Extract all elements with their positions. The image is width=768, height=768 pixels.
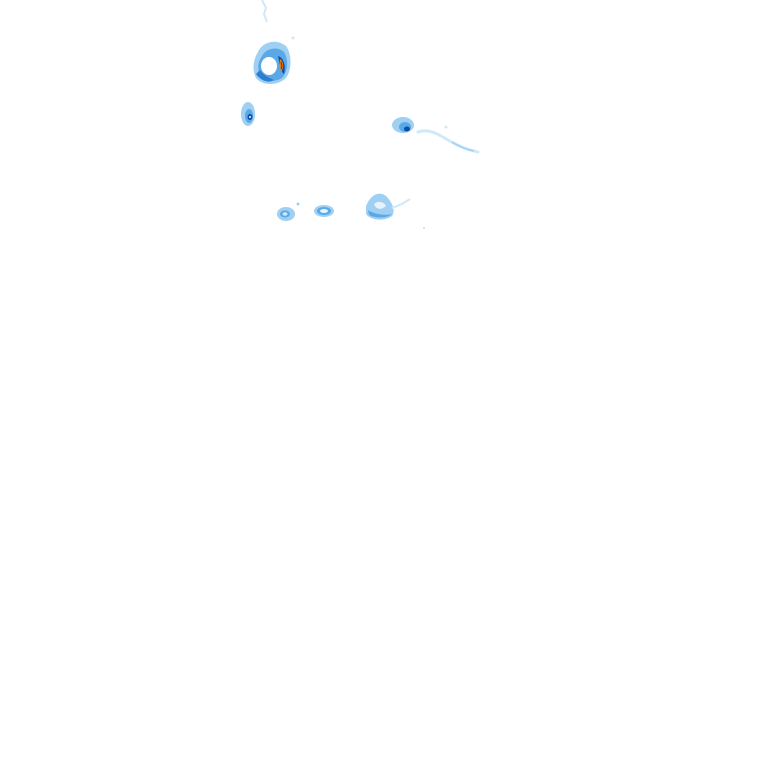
cell-top-streak-dot [291, 36, 295, 40]
cell-north-small-core [249, 116, 251, 118]
cell-north-large-core [280, 61, 283, 70]
cell-south-middle [314, 205, 334, 217]
cell-north-large-heavy [256, 70, 274, 82]
cell-south-middle-eye [320, 209, 328, 213]
cell-north-large [253, 41, 291, 84]
cell-south-west-eye [282, 212, 288, 216]
cell-south-east-trace [391, 198, 411, 209]
cell-east-intense [404, 126, 410, 132]
cell-south-west [277, 202, 300, 221]
cell-south-east [366, 193, 426, 230]
cell-south-east-dot [422, 226, 426, 230]
cell-north-large-eye [261, 57, 277, 75]
cell-top-streak-trace [261, 0, 268, 23]
cell-north-small [241, 102, 255, 126]
cell-east-tail [416, 125, 480, 154]
cell-south-east-inner [374, 201, 386, 209]
cell-east-tail-light [451, 141, 475, 152]
cell-top-streak [261, 0, 295, 40]
cell-south-west-dot [296, 202, 300, 206]
cell-east [392, 117, 414, 133]
cell-south-east-moderate [368, 210, 392, 218]
cell-east-tail-dot [444, 125, 448, 129]
